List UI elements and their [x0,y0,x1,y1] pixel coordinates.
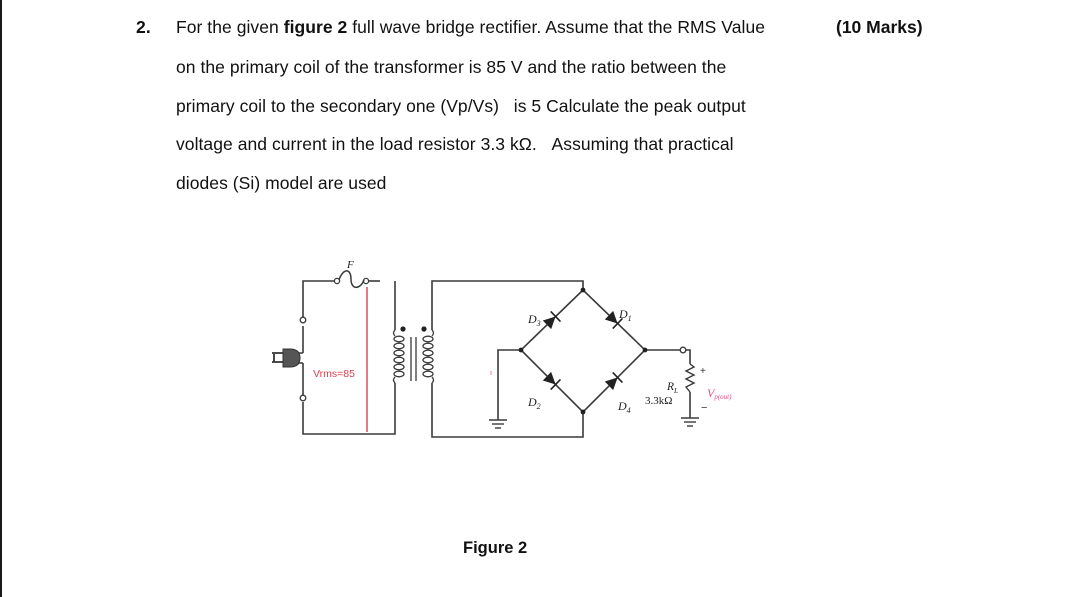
primary-terminal-bottom [299,394,307,402]
bridge-node-bottom [580,409,586,415]
marks-label: (10 Marks) [836,17,923,37]
vrms-label: Vrms=85 [313,368,355,380]
question-line-4: voltage and current in the load resistor… [176,134,734,154]
transformer [392,326,435,384]
output-voltage-label: Vp(out) [707,386,732,401]
secondary-coil [422,329,435,384]
question-line-1-part-3: full wave bridge rectifier. Assume that … [347,17,766,37]
question-line-1: For the given figure 2 full wave bridge … [176,17,765,38]
diode-d3-label: D3 [527,312,541,328]
question-number: 2. [136,17,151,37]
load-resistor-value: 3.3kΩ [645,395,672,407]
fuse-terminal-left [333,277,341,285]
diode-d2-label: D2 [527,395,541,411]
secondary-bottom-wire [431,383,584,438]
page-left-border [0,0,2,597]
primary-top-left-wire [302,280,335,320]
primary-coil [392,329,405,384]
bridge-node-right [642,347,648,353]
diode-d4 [604,371,624,391]
diode-d2 [542,371,562,391]
figure-reference: figure 2 [283,17,348,37]
fuse-element [338,270,365,289]
ground-symbol-left [489,419,507,429]
bridge-node-left [518,347,524,353]
diode-d1-label: D1 [618,307,632,323]
diode-d1 [604,310,624,330]
output-minus-sign: − [701,402,707,414]
load-resistor [684,363,696,393]
question-line-1-part-1: For the given [176,17,284,37]
figure-caption: Figure 2 [463,539,528,557]
secondary-top-wire [431,280,584,330]
diode-d4-label: D4 [617,399,631,415]
fuse-symbol: F [333,259,370,289]
question-line-2: on the primary coil of the transformer i… [176,57,727,77]
question-line-5: diodes (Si) model are used [176,173,387,193]
bridge-node-top [580,287,586,293]
fuse-label: F [346,259,354,271]
output-terminal [679,346,687,354]
load-resistor-label: RL [666,381,678,395]
plug-icon [272,348,301,368]
ground-symbol-output [681,417,699,427]
output-to-resistor [686,349,691,364]
output-plus-sign: + [700,366,706,377]
left-node-ground-wire [497,349,521,420]
secondary-polarity-dot [421,326,427,332]
primary-bottom-wire [302,383,396,435]
primary-terminal-top [299,316,307,324]
diode-d3 [542,310,562,330]
question-line-3: primary coil to the secondary one (Vp/Vs… [176,96,746,116]
primary-polarity-dot [400,326,406,332]
